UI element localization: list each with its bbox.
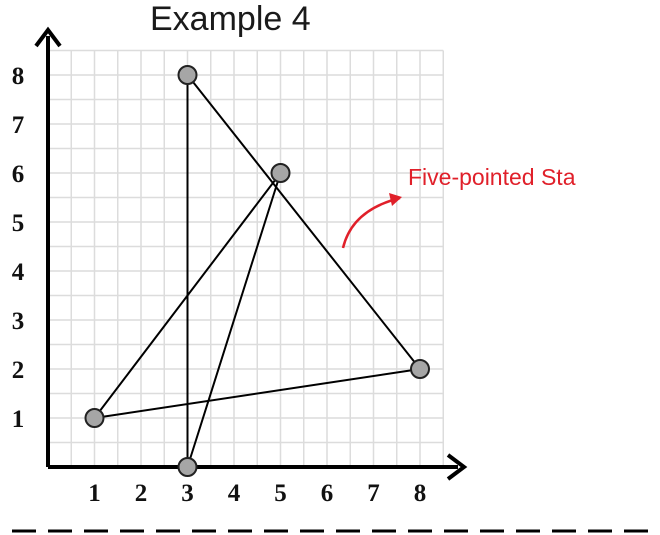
x-axis-arrowhead xyxy=(446,453,468,481)
data-point xyxy=(177,65,198,85)
y-tick-label: 2 xyxy=(12,357,25,384)
y-tick-label: 5 xyxy=(12,210,25,237)
x-tick-label: 2 xyxy=(135,480,148,507)
x-tick-label: 1 xyxy=(88,480,101,507)
y-tick-label: 6 xyxy=(12,161,25,188)
annotation-arrowhead xyxy=(389,193,402,206)
tick-labels: 1 2 3 4 5 6 7 8 1 2 3 4 5 6 7 8 xyxy=(12,63,427,507)
star-path xyxy=(92,74,422,468)
star-path-group xyxy=(92,74,422,468)
points-group xyxy=(84,65,430,477)
data-point xyxy=(177,457,198,477)
annotation-label: Five-pointed Sta xyxy=(408,164,576,190)
y-axis-arrowhead xyxy=(34,26,62,48)
axes xyxy=(34,26,468,481)
y-tick-label: 7 xyxy=(12,112,25,139)
data-point xyxy=(84,408,105,428)
data-point xyxy=(410,359,430,379)
y-tick-label: 8 xyxy=(12,63,25,90)
y-tick-label: 4 xyxy=(12,259,25,286)
x-tick-label: 8 xyxy=(414,480,427,507)
y-tick-label: 3 xyxy=(12,308,25,335)
x-tick-label: 7 xyxy=(367,480,380,507)
data-point xyxy=(270,163,291,183)
x-tick-label: 5 xyxy=(274,480,287,507)
y-tick-label: 1 xyxy=(12,406,25,433)
x-tick-label: 3 xyxy=(181,480,194,507)
x-tick-label: 6 xyxy=(321,480,334,507)
x-tick-label: 4 xyxy=(228,480,241,507)
diagram-title: Example 4 xyxy=(150,0,311,38)
annotation-arrow xyxy=(341,196,401,249)
grid xyxy=(48,49,444,467)
